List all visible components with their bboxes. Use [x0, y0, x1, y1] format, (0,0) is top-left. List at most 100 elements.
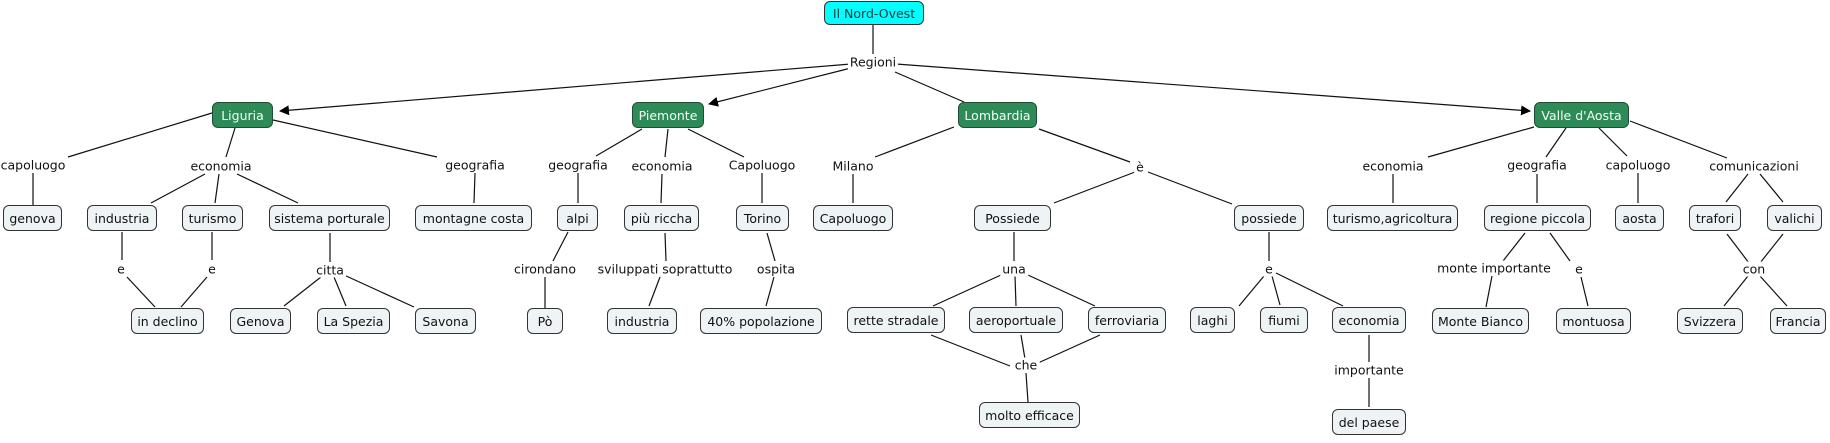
arrow-connector — [895, 63, 1531, 116]
connector-line — [236, 173, 299, 204]
region-node-piemonte[interactable]: Piemonte — [632, 102, 704, 128]
connector-line — [1147, 171, 1233, 205]
node-montuosa[interactable]: montuosa — [1556, 308, 1631, 334]
node-alpi[interactable]: alpi — [557, 205, 598, 231]
arrow-connector — [279, 63, 852, 116]
link-capoluogo: Capoluogo — [726, 157, 798, 173]
region-node-valle-daosta[interactable]: Valle d'Aosta — [1534, 102, 1629, 128]
node-industria-piemonte[interactable]: industria — [607, 308, 677, 334]
link-comunicazioni: comunicazioni — [1707, 158, 1801, 174]
arrow-connector — [708, 67, 852, 107]
root-node-il-nord-ovest[interactable]: Il Nord-Ovest — [824, 1, 924, 25]
connector-line — [660, 173, 663, 204]
connector-line — [180, 276, 208, 308]
link-geografia: geografia — [443, 157, 507, 173]
link-cirondano: cirondano — [512, 261, 578, 277]
connector-line — [1545, 127, 1567, 158]
node-monte-bianco[interactable]: Monte Bianco — [1432, 308, 1529, 334]
node-rette-stradale[interactable]: rette stradale — [847, 307, 945, 333]
link-milano: Milano — [830, 158, 876, 174]
connector-line — [932, 274, 1002, 307]
connector-line — [930, 334, 1011, 367]
node-capoluogo-milano[interactable]: Capoluogo — [813, 205, 893, 231]
node-aosta[interactable]: aosta — [1615, 205, 1664, 231]
connector-line — [473, 172, 476, 204]
node-industria[interactable]: industria — [87, 205, 157, 231]
connector-line — [1549, 232, 1571, 262]
connector-line — [552, 231, 569, 262]
node-sistema-porturale[interactable]: sistema porturale — [269, 205, 390, 231]
connector-line — [283, 276, 322, 307]
node-turismo[interactable]: turismo — [182, 205, 243, 231]
link-sviluppati-soprattutto: sviluppati soprattutto — [595, 261, 735, 277]
link-importante: importante — [1332, 362, 1406, 378]
region-node-liguria[interactable]: Liguria — [212, 102, 273, 128]
node-economia-lombardia[interactable]: economia — [1332, 307, 1406, 333]
connector-line — [1037, 334, 1101, 364]
link-e: e — [206, 261, 218, 277]
link-e: e — [115, 261, 127, 277]
connector-line — [1020, 334, 1026, 360]
connector-line — [1725, 173, 1749, 203]
link-geografia: geografia — [1505, 157, 1569, 173]
connector-line — [1014, 275, 1017, 307]
connector-line — [1271, 275, 1281, 306]
node-trafori[interactable]: trafori — [1689, 205, 1741, 231]
connector-line — [1238, 275, 1265, 307]
link-economia: economia — [629, 158, 695, 174]
node-montagne-costa[interactable]: montagne costa — [415, 205, 532, 231]
link-che: che — [1012, 357, 1040, 373]
node-40-popolazione[interactable]: 40% popolazione — [700, 308, 822, 334]
node-fiumi[interactable]: fiumi — [1260, 307, 1308, 333]
node-turismo-agricoltura[interactable]: turismo,agricoltura — [1327, 205, 1458, 231]
connector-line — [874, 126, 955, 158]
connector-line — [1726, 233, 1750, 264]
node-francia[interactable]: Francia — [1770, 308, 1826, 334]
link-una: una — [1000, 261, 1028, 277]
node-molto-efficace[interactable]: molto efficace — [979, 402, 1080, 428]
connector-line — [1502, 232, 1526, 262]
connector-line — [1485, 275, 1493, 308]
node-valichi[interactable]: valichi — [1767, 205, 1822, 231]
node-del-paese[interactable]: del paese — [1332, 409, 1406, 435]
connector-line — [648, 276, 661, 307]
link-economia: economia — [1360, 158, 1426, 174]
link-citta: citta — [314, 262, 346, 278]
node-la-spezia[interactable]: La Spezia — [317, 308, 390, 334]
connector-line — [1038, 128, 1131, 163]
connector-line — [765, 276, 775, 307]
node-torino[interactable]: Torino — [736, 205, 789, 231]
connector-line — [1629, 120, 1728, 159]
connector-line — [1580, 276, 1589, 307]
connector-line — [333, 276, 347, 307]
node-possiede[interactable]: possiede — [1234, 205, 1304, 231]
connector-line — [664, 128, 669, 158]
node-aeroportuale[interactable]: aeroportuale — [969, 307, 1063, 333]
node-possiede-capitalized[interactable]: Possiede — [974, 205, 1051, 231]
connector-line — [595, 128, 643, 157]
node-piu-ricca[interactable]: più ricchа — [624, 205, 699, 231]
node-in-declino[interactable]: in declino — [131, 308, 204, 334]
node-ferroviaria[interactable]: ferroviaria — [1088, 307, 1166, 333]
node-svizzera[interactable]: Svizzera — [1677, 308, 1743, 334]
node-po[interactable]: Pò — [527, 308, 563, 334]
node-laghi[interactable]: laghi — [1190, 307, 1235, 333]
connector-line — [126, 276, 156, 308]
node-genova[interactable]: genova — [3, 205, 62, 231]
region-node-lombardia[interactable]: Lombardia — [958, 102, 1037, 128]
connector-line — [1759, 275, 1788, 307]
link-ospita: ospita — [754, 261, 798, 277]
link-e: e — [1263, 261, 1275, 277]
connector-line — [766, 232, 776, 262]
connector-line — [1759, 233, 1784, 264]
node-genova-city[interactable]: Genova — [230, 308, 291, 334]
connector-line — [1053, 171, 1136, 204]
node-savona[interactable]: Savona — [415, 308, 476, 334]
node-regione-piccola[interactable]: regione piccola — [1484, 205, 1591, 231]
link-monte-importante: monte importante — [1435, 260, 1553, 276]
link-e: e — [1573, 261, 1585, 277]
link-geografia: geografia — [546, 157, 610, 173]
link-con: con — [1740, 261, 1768, 277]
connector-line — [1759, 173, 1784, 203]
